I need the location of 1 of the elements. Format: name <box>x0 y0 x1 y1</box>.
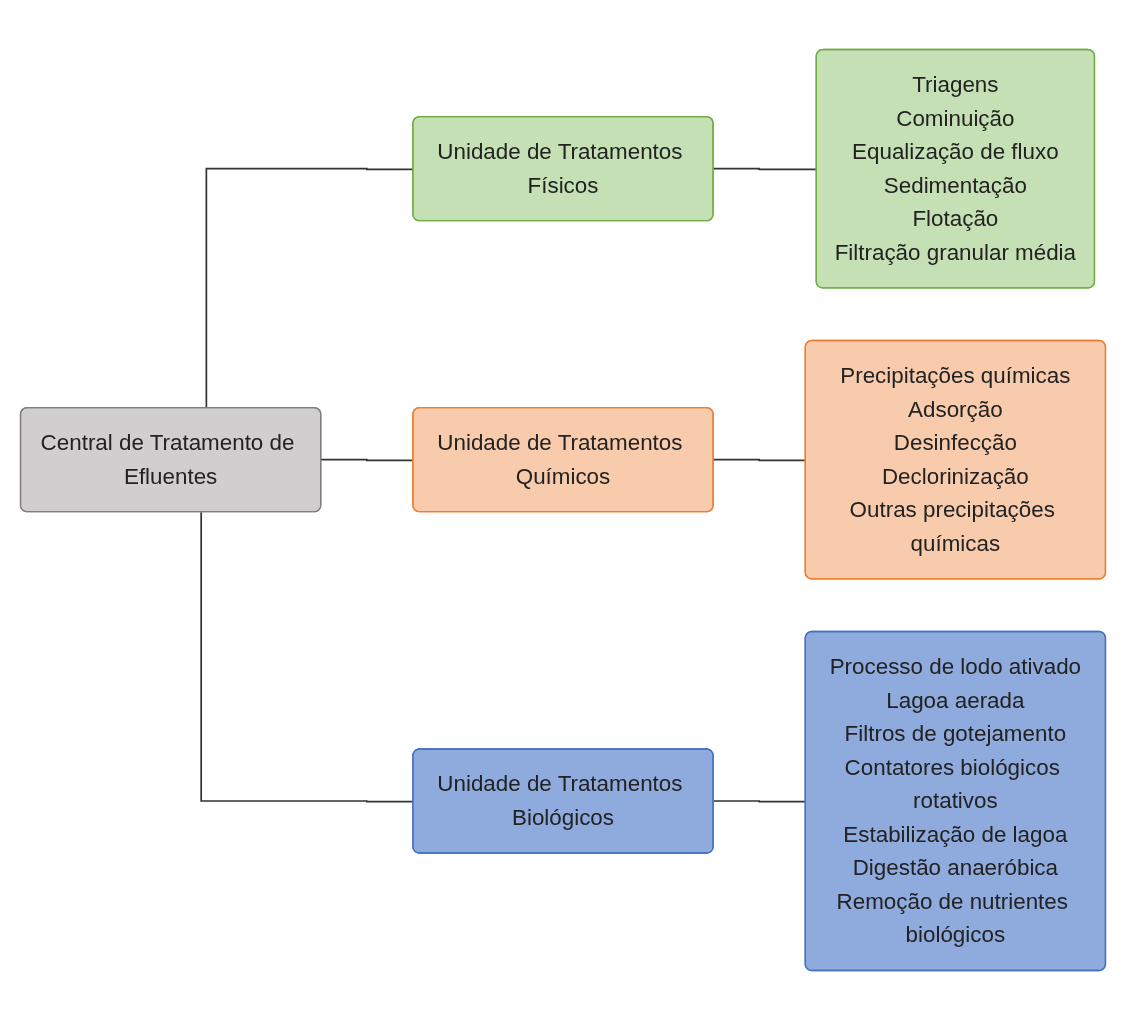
tree-diagram: Central de Tratamento de Efluentes Unidade de Tratamentos Físicos Triagens Cominuição Equalização de fluxo Sedimentação Flotação Filtração granular média Unidade de Tratamentos Químicos Precipitações químicas Adsorção Desinfecção Declorinização Outras precipitações químicas Unidade de Tratamentos Biológicos Processo de lodo ativado Lagoa aerada Filtros de gotejamento Contatores biológicos rotativos Estabilização de lagoa Digestão anaeróbica Remoção de nutrientes biológicos <box>10 39 1116 982</box>
